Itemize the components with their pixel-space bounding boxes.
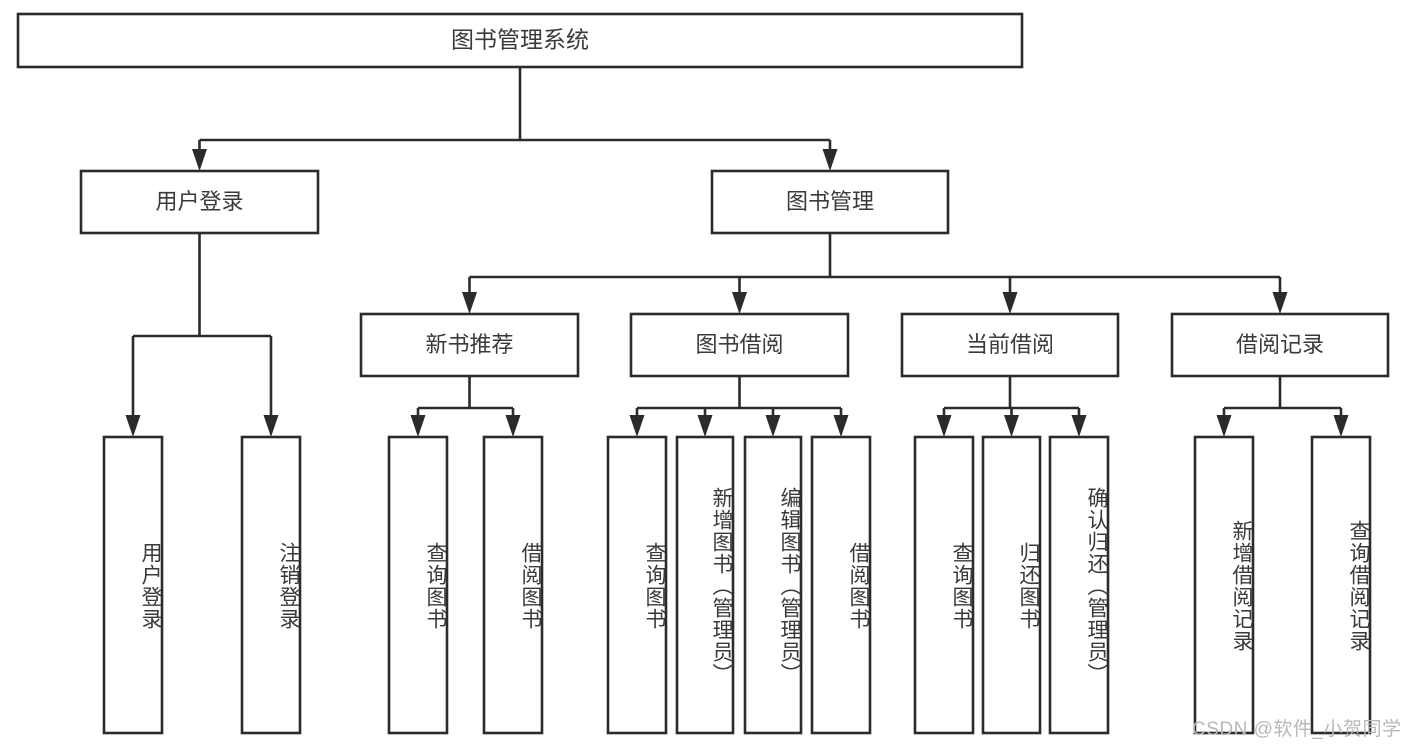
arrow-head-icon	[1002, 292, 1018, 314]
arrow-head-icon	[1272, 292, 1288, 314]
node-root-label: 图书管理系统	[451, 27, 589, 53]
arrow-head-icon	[697, 415, 713, 437]
node-leaf-user-login[interactable]	[102, 435, 164, 735]
arrow-head-icon	[629, 415, 645, 437]
node-leaf-return-book[interactable]	[981, 435, 1042, 735]
node-book-management-label: 图书管理	[786, 189, 874, 214]
arrow-head-icon	[833, 415, 849, 437]
node-leaf-edit-book-admin[interactable]	[743, 435, 803, 735]
node-leaf-query-book-1[interactable]	[387, 435, 449, 735]
connector-layer	[125, 67, 1349, 437]
node-book-borrow[interactable]	[629, 312, 850, 378]
node-book-management[interactable]	[710, 169, 950, 235]
arrow-head-icon	[410, 415, 426, 437]
node-leaf-add-borrow-record[interactable]	[1193, 435, 1255, 735]
arrow-head-icon	[765, 415, 781, 437]
node-box-layer	[16, 12, 1390, 735]
node-root[interactable]	[16, 12, 1024, 69]
arrow-head-icon	[192, 149, 207, 171]
arrow-head-icon	[1071, 415, 1087, 437]
arrow-head-icon	[125, 415, 141, 437]
node-leaf-confirm-return[interactable]	[1048, 435, 1110, 735]
arrow-head-icon	[462, 292, 477, 314]
node-leaf-query-borrow-record[interactable]	[1310, 435, 1372, 735]
node-current-borrow[interactable]	[900, 312, 1120, 378]
node-user-login[interactable]	[79, 169, 320, 235]
node-leaf-user-logout[interactable]	[240, 435, 302, 735]
node-leaf-borrow-book-2[interactable]	[810, 435, 872, 735]
arrow-head-icon	[1333, 415, 1349, 437]
node-user-login-label: 用户登录	[155, 189, 243, 214]
node-leaf-query-book-3[interactable]	[913, 435, 975, 735]
arrow-head-icon	[822, 149, 838, 171]
node-new-book-recommend[interactable]	[359, 312, 580, 378]
node-current-borrow-label: 当前借阅	[966, 332, 1054, 357]
node-leaf-query-book-2[interactable]	[606, 435, 668, 735]
node-borrow-record-label: 借阅记录	[1236, 332, 1324, 357]
node-book-borrow-label: 图书借阅	[695, 332, 783, 357]
arrow-head-icon	[1216, 415, 1232, 437]
arrow-head-icon	[505, 415, 521, 437]
csdn-watermark: CSDN @软件_小贺同学	[1192, 719, 1402, 740]
node-leaf-borrow-book-1[interactable]	[482, 435, 544, 735]
node-borrow-record[interactable]	[1170, 312, 1390, 378]
arrow-head-icon	[936, 415, 952, 437]
arrow-head-icon	[263, 415, 279, 437]
node-new-book-recommend-label: 新书推荐	[425, 332, 513, 357]
arrow-head-icon	[1004, 415, 1019, 437]
node-leaf-add-book-admin[interactable]	[675, 435, 735, 735]
arrow-head-icon	[732, 292, 747, 314]
